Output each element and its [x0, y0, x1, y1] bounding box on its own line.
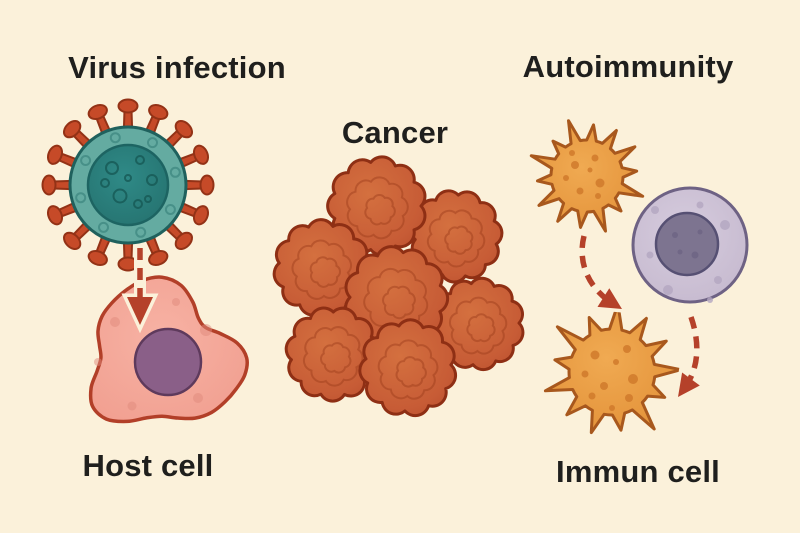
autoimmune-arrow-left-icon: [576, 234, 629, 314]
virus-icon: [41, 98, 215, 272]
autoimmune-arrow-right-icon: [673, 315, 707, 404]
host-cell-icon: [88, 275, 249, 424]
cancer-cluster-icon: [272, 155, 525, 418]
virus-infection-label: Virus infection: [68, 50, 286, 85]
host-cell-nucleus: [133, 327, 203, 397]
lymphocyte-icon: [631, 186, 749, 304]
host-cell-label: Host cell: [82, 448, 214, 483]
tumor-cell: [284, 306, 382, 403]
immune-cell-lower-icon: [543, 302, 683, 435]
virus-core: [86, 143, 170, 227]
immune-cell-upper-icon: [526, 115, 648, 237]
tumor-cell: [430, 276, 525, 372]
immun-cell-label: Immun cell: [556, 454, 720, 489]
immune-cell-lower-body: [543, 302, 683, 435]
infection-arrow-icon: [121, 248, 159, 334]
immune-cell-upper-body: [529, 119, 645, 233]
lymphocyte-nucleus: [654, 211, 720, 277]
tumor-cell: [358, 318, 458, 418]
autoimmunity-label: Autoimmunity: [522, 49, 734, 84]
cancer-label: Cancer: [341, 115, 449, 150]
